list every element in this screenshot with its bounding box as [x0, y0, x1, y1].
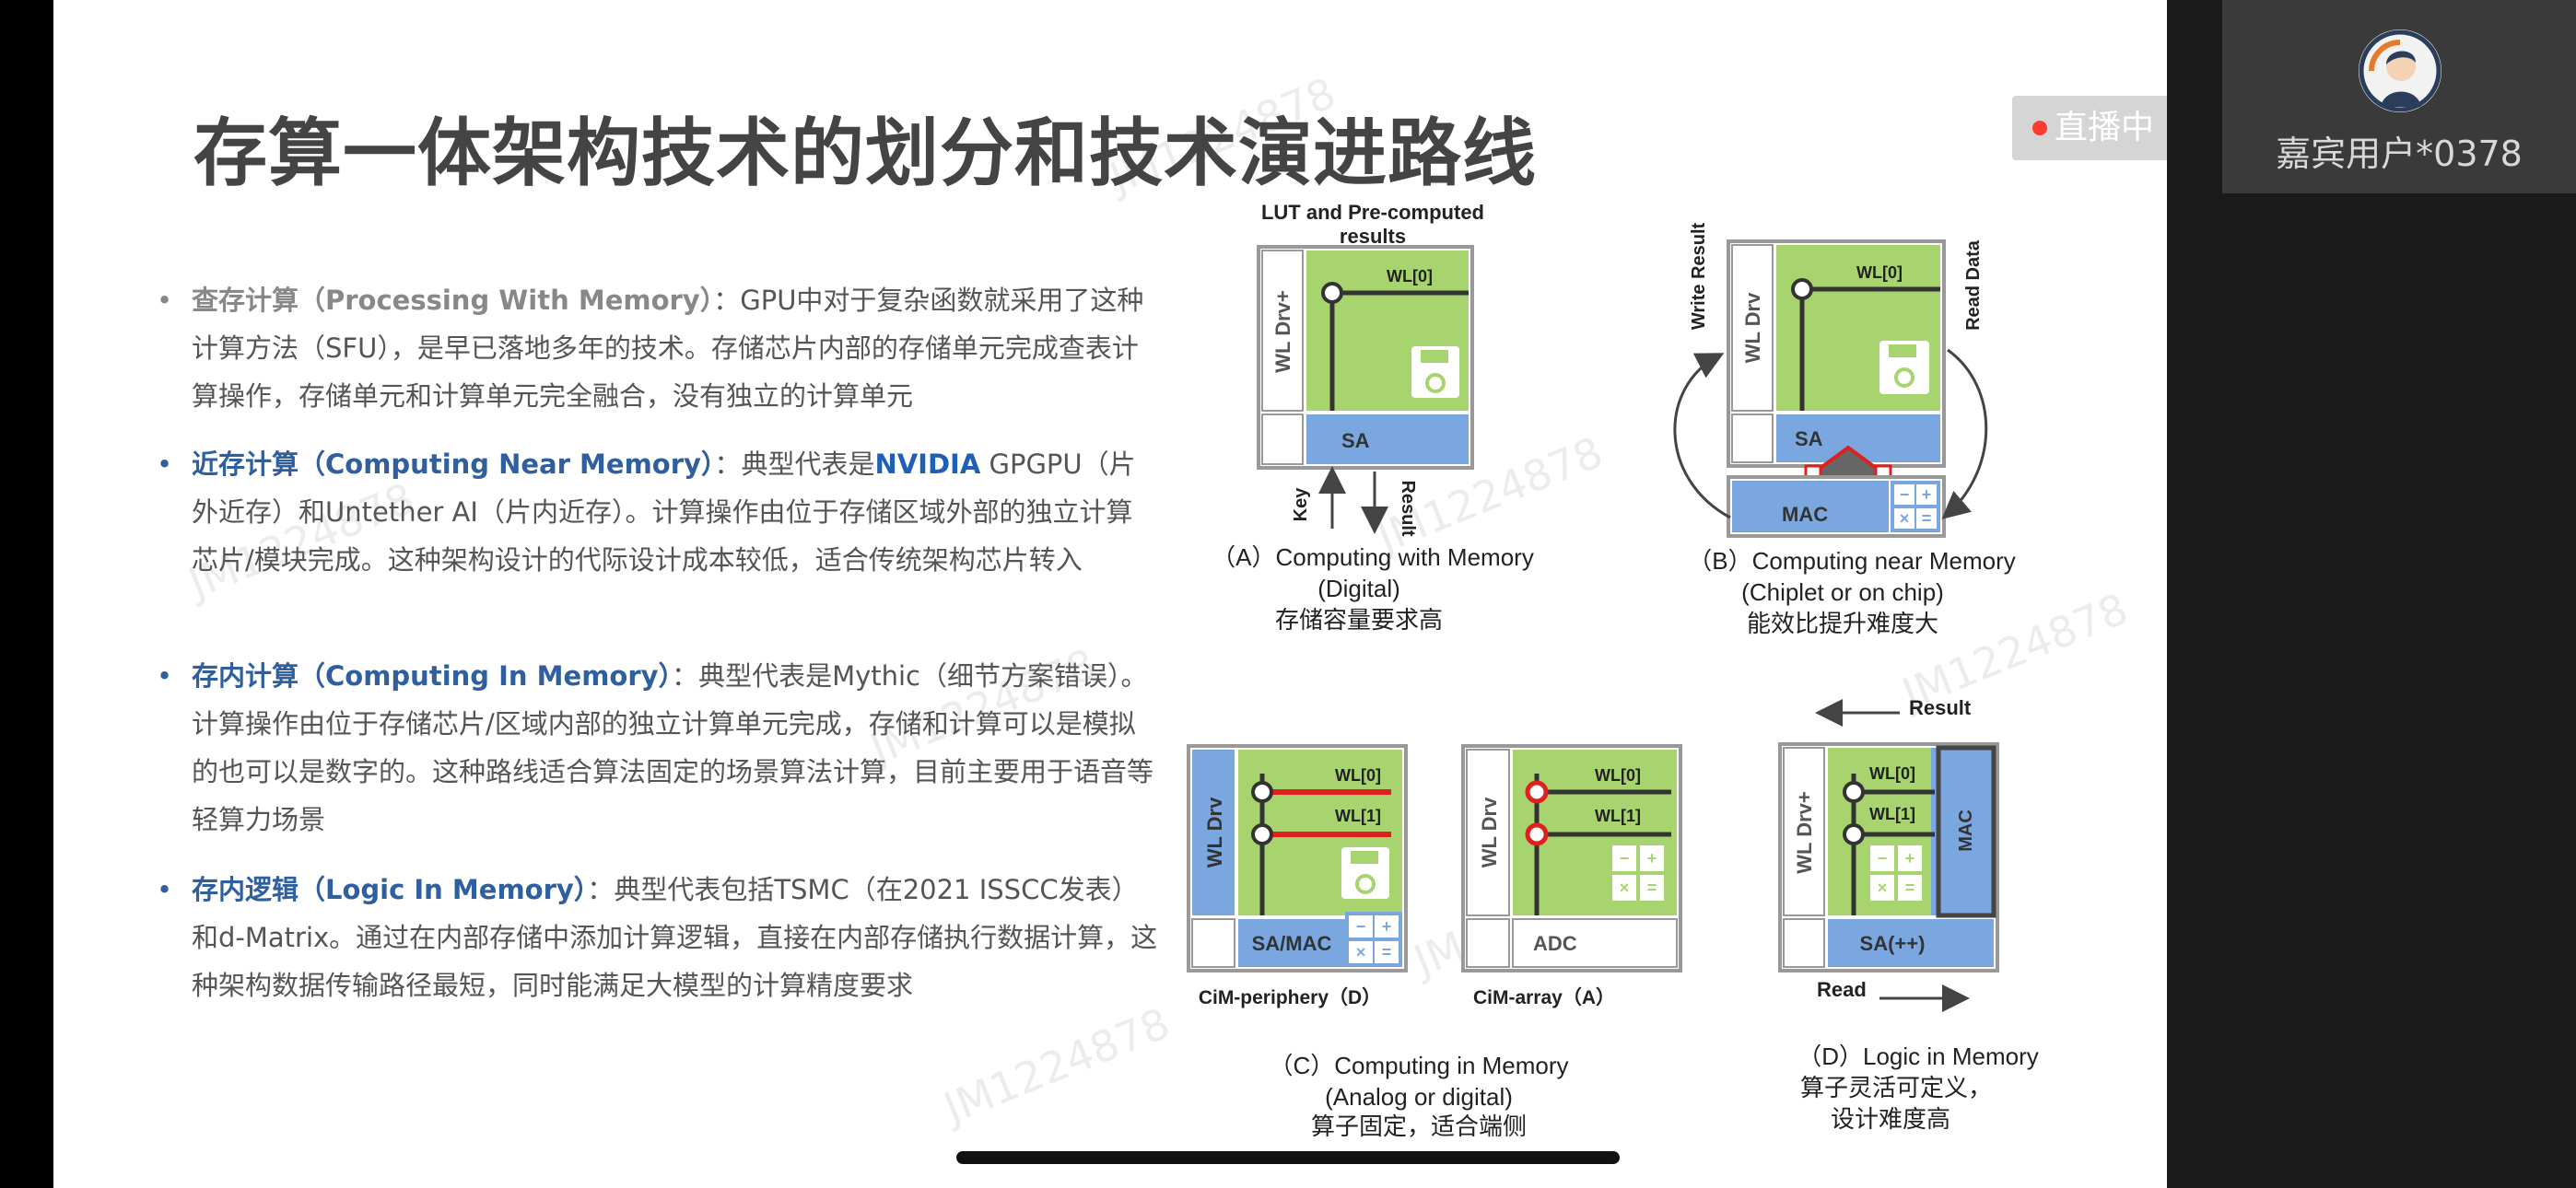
caption: （B）Computing near Memory	[1688, 547, 2015, 575]
diagram-b: WL Drv WL[0] SA MAC − +	[1673, 223, 2016, 637]
svg-text:−: −	[1356, 917, 1366, 936]
adc-label: ADC	[1533, 932, 1577, 955]
mac-label: MAC	[1782, 503, 1828, 526]
caption: (Digital)	[1317, 575, 1400, 602]
slide-canvas: JM1224878 JM1224878 JM1224878 JM1224878 …	[53, 0, 2167, 1188]
wl-drv-label: WL Drv	[1203, 797, 1226, 868]
floppy-icon	[1411, 346, 1459, 398]
read-data-label: Read Data	[1963, 239, 1984, 331]
bullet-body: GPGPU（片外近存）和Untether AI（片内近存）。计算操作由位于存储区…	[192, 448, 1136, 576]
caption: (Analog or digital)	[1325, 1083, 1513, 1111]
slide-title: 存算一体架构技术的划分和技术演进路线	[193, 111, 1537, 196]
wl0-label: WL[0]	[1335, 766, 1381, 785]
cim-periphery-label: CiM-periphery（D）	[1199, 986, 1381, 1008]
label: results	[1340, 225, 1406, 248]
calculator-icon: − + × =	[1868, 844, 1924, 904]
svg-text:=: =	[1382, 943, 1392, 961]
diagram-d: Result WL Drv+ WL[0] WL[1] − + × = MAC	[1778, 696, 2039, 1133]
sa-label: SA	[1795, 427, 1823, 450]
svg-text:+: +	[1905, 849, 1915, 868]
bullet-body: GPU中对于复杂函数就采用了这种计算方法（SFU），是早已落地多年的技术。存储芯…	[192, 285, 1144, 412]
svg-text:+: +	[1382, 917, 1392, 936]
result-label: Result	[1909, 696, 1972, 719]
svg-text:×: ×	[1620, 879, 1630, 897]
bullet-pwm: • 查存计算（Processing With Memory）：GPU中对于复杂函…	[157, 276, 1159, 420]
caption: （D）Logic in Memory	[1797, 1042, 2039, 1070]
bullet-dot: •	[157, 448, 173, 480]
wl0-label: WL[0]	[1869, 764, 1915, 783]
label: LUT and Pre-computed	[1261, 201, 1484, 224]
cim-array-label: CiM-array（A）	[1473, 986, 1615, 1008]
bullet-heading: 近存计算（Computing Near Memory）	[192, 448, 715, 480]
svg-text:×: ×	[1356, 943, 1366, 961]
wl1-label: WL[1]	[1869, 805, 1915, 823]
caption: (Chiplet or on chip)	[1741, 578, 1944, 606]
mac-label: MAC	[1956, 809, 1976, 852]
bullet-cnm: • 近存计算（Computing Near Memory）：典型代表是NVIDI…	[157, 440, 1159, 584]
svg-text:×: ×	[1878, 879, 1888, 897]
result-label: Result	[1398, 480, 1418, 536]
bullet-cim: • 存内计算（Computing In Memory）：典型代表是Mythic（…	[157, 652, 1159, 844]
sa-label: SA(++)	[1860, 932, 1926, 955]
floppy-icon	[1879, 341, 1929, 394]
bullet-dot: •	[157, 874, 173, 905]
bullet-dot: •	[157, 285, 173, 316]
floppy-icon	[1341, 847, 1389, 899]
svg-text:+: +	[1922, 485, 1932, 504]
svg-text:−: −	[1900, 485, 1910, 504]
sa-mac-label: SA/MAC	[1252, 932, 1332, 955]
live-badge[interactable]: 直播中	[2012, 96, 2167, 160]
home-indicator[interactable]	[956, 1151, 1620, 1164]
wl-drv-label: WL Drv+	[1271, 290, 1294, 372]
caption: 设计难度高	[1831, 1105, 1950, 1133]
svg-text:=: =	[1905, 879, 1915, 897]
svg-text:−: −	[1620, 849, 1630, 868]
nvidia-highlight: NVIDIA	[874, 448, 981, 480]
svg-text:×: ×	[1900, 509, 1910, 528]
wl-drv-label: WL Drv	[1478, 797, 1501, 868]
wl-drv-label: WL Drv	[1741, 292, 1764, 363]
wl0-label: WL[0]	[1856, 263, 1903, 282]
live-dot-icon	[2032, 121, 2047, 135]
avatar[interactable]	[2359, 29, 2441, 112]
caption: （A）Computing with Memory	[1212, 543, 1534, 571]
bullet-body: 典型代表包括TSMC（在2021 ISSCC发表）和d-Matrix。通过在内部…	[192, 874, 1158, 1001]
live-badge-label: 直播中	[2055, 109, 2155, 146]
guest-name: 嘉宾用户*0378	[2276, 134, 2523, 174]
diagram-a: LUT and Pre-computed results WL Drv+ WL[…	[1212, 201, 1534, 634]
svg-text:−: −	[1878, 849, 1888, 868]
user-avatar-icon	[2359, 29, 2441, 112]
sa-label: SA	[1341, 429, 1370, 452]
wl1-label: WL[1]	[1595, 807, 1641, 825]
wl-drv-label: WL Drv+	[1793, 791, 1816, 873]
bullet-heading: 存内计算（Computing In Memory）	[192, 660, 673, 692]
bullet-lim: • 存内逻辑（Logic In Memory）：典型代表包括TSMC（在2021…	[157, 866, 1159, 1009]
caption: （C）Computing in Memory	[1269, 1052, 1568, 1079]
wl1-label: WL[1]	[1335, 807, 1381, 825]
diagram-c-array: WL Drv WL[0] WL[1] − + × = ADC CiM-array…	[1461, 744, 1682, 1008]
bullet-heading: 存内逻辑（Logic In Memory）	[192, 874, 588, 905]
calculator-icon: − + × =	[1345, 912, 1402, 967]
bullet-body: 典型代表是Mythic（细节方案错误）。计算操作由位于存储芯片/区域内部的独立计…	[192, 660, 1154, 835]
caption: 能效比提升难度大	[1747, 610, 1938, 637]
viewer-sidebar	[2167, 0, 2576, 1188]
key-label: Key	[1291, 487, 1311, 522]
svg-text:+: +	[1647, 849, 1657, 868]
read-label: Read	[1817, 978, 1867, 1001]
svg-text:=: =	[1922, 509, 1932, 528]
wl0-label: WL[0]	[1387, 267, 1433, 285]
architecture-diagrams: LUT and Pre-computed results WL Drv+ WL[…	[1187, 201, 2039, 1140]
bullet-heading: 查存计算（Processing With Memory）	[192, 285, 714, 316]
calculator-icon: − + × =	[1891, 481, 1940, 532]
caption: 算子灵活可定义，	[1800, 1074, 1992, 1101]
caption: 算子固定，适合端侧	[1311, 1112, 1527, 1140]
wl0-label: WL[0]	[1595, 766, 1641, 785]
bullet-dot: •	[157, 660, 173, 692]
caption: 存储容量要求高	[1275, 606, 1443, 634]
calculator-icon: − + × =	[1610, 844, 1666, 904]
diagram-c-periphery: WL Drv WL[0] WL[1] SA/MAC − + × =	[1187, 744, 1408, 1008]
svg-text:=: =	[1647, 879, 1657, 897]
write-result-label: Write Result	[1689, 223, 1709, 331]
